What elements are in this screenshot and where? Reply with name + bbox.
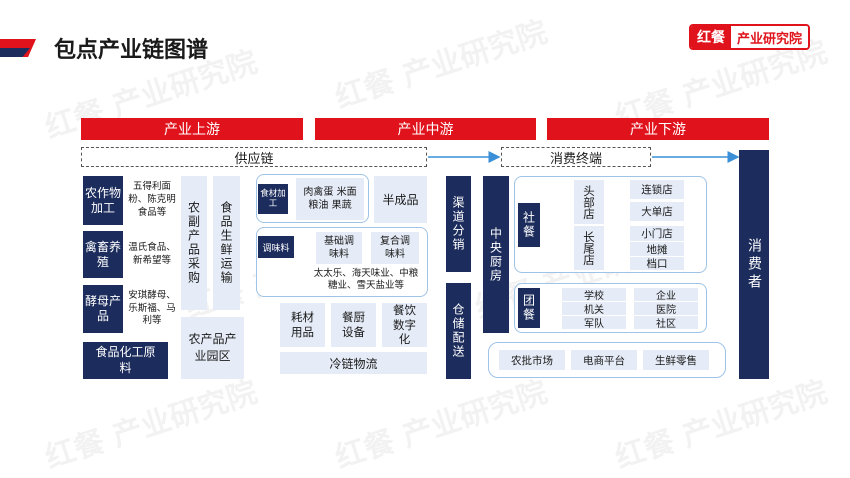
upstream-row-detail: 温氏食品、新希望等 (128, 241, 176, 266)
channel-distribution: 渠道分销 (446, 176, 471, 272)
consumer: 消费者 (739, 150, 769, 379)
central-kitchen: 中央厨房 (483, 176, 509, 333)
retail-channel: 农批市场 (499, 350, 565, 370)
long-tail-stores: 长尾店 (574, 226, 604, 270)
title-accent-stripe (0, 48, 30, 57)
cold-chain: 冷链物流 (280, 352, 427, 374)
agri-procurement: 农副产品采购 (181, 176, 207, 310)
consumables: 耗材用品 (280, 303, 325, 347)
upstream-row-label: 农作物加工 (83, 176, 123, 225)
kitchen-equipment: 餐厨设备 (331, 303, 376, 347)
store-type: 档口 (630, 257, 684, 270)
upstream-row-detail: 安琪酵母、乐斯福、马利等 (128, 289, 176, 327)
long-tail-stores-label: 长尾店 (582, 230, 596, 266)
group-type: 机关 (562, 302, 626, 316)
agri-park: 农产品产业园区 (181, 317, 244, 379)
social-dining: 社餐 (518, 203, 540, 247)
agri-procurement-label: 农副产品采购 (186, 201, 201, 285)
group-type: 军队 (562, 316, 626, 330)
upstream-row-label: 酵母产品 (83, 285, 123, 333)
group-type: 学校 (562, 288, 626, 302)
upstream-row-detail: 五得利面粉、陈克明食品等 (128, 181, 176, 218)
social-dining-label: 社餐 (521, 211, 536, 239)
ingredients: 肉禽蛋 米面粮油 果蔬 (296, 178, 364, 220)
group-type: 医院 (634, 302, 698, 316)
group-type: 社区 (634, 316, 698, 330)
page-title: 包点产业链图谱 (54, 38, 209, 63)
channel-distribution-label: 渠道分销 (451, 196, 465, 252)
leading-stores: 头部店 (574, 180, 604, 224)
store-type: 连锁店 (630, 180, 684, 199)
retail-channel: 生鲜零售 (643, 350, 709, 370)
header-upstream: 产业上游 (81, 118, 303, 140)
consumer-label: 消费者 (746, 237, 762, 292)
supply-chain-bar: 供应链 (81, 147, 427, 167)
ingredient-processing: 食材加工 (258, 184, 288, 214)
fresh-transport-label: 食品生鲜运输 (219, 201, 233, 285)
header-downstream: 产业下游 (547, 118, 769, 140)
storage-delivery-label: 仓储配送 (451, 303, 465, 359)
seasoning: 调味料 (258, 236, 294, 258)
storage-delivery: 仓储配送 (446, 283, 471, 379)
central-kitchen-label: 中央厨房 (488, 226, 503, 283)
group-dining-label: 团餐 (521, 294, 536, 322)
seasoning-brands: 太太乐、海天味业、中粮糖业、雪天盐业等 (313, 267, 419, 291)
leading-stores-label: 头部店 (582, 184, 596, 220)
logo-text: 产业研究院 (731, 26, 809, 48)
header-midstream: 产业中游 (315, 118, 536, 140)
consumer-terminal-bar: 消费终端 (501, 147, 651, 167)
upstream-row-label: 禽畜养殖 (83, 231, 123, 278)
store-type: 小门店 (630, 226, 684, 241)
food-materials: 食品化工原料 (83, 342, 168, 379)
semi-finished: 半成品 (374, 176, 427, 223)
logo-badge: 红餐 (691, 26, 731, 48)
compound-seasoning: 复合调味料 (371, 232, 419, 264)
basic-seasoning: 基础调味料 (316, 232, 362, 264)
logo: 红餐 产业研究院 (689, 24, 811, 50)
fresh-transport: 食品生鲜运输 (213, 176, 240, 310)
group-dining: 团餐 (518, 288, 540, 328)
group-type: 企业 (634, 288, 698, 302)
retail-channel: 电商平台 (571, 350, 637, 370)
store-type: 地摊 (630, 242, 684, 256)
digitalization: 餐饮数字化 (382, 303, 427, 347)
store-type: 大单店 (630, 202, 684, 221)
